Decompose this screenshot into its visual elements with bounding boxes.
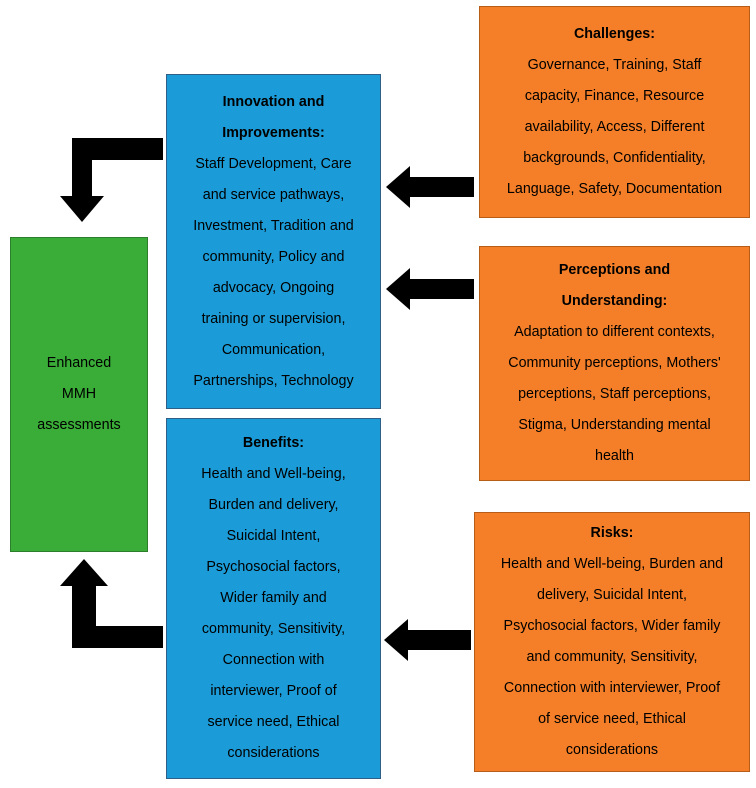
- challenges-title: Challenges:: [573, 26, 656, 42]
- perceptions-box: Perceptions and Understanding: Adaptatio…: [479, 246, 750, 481]
- arrow-innovation-to-enhanced: [60, 138, 163, 222]
- innovation-title: Innovation and Improvements:: [222, 93, 325, 141]
- arrow-benefits-to-enhanced: [60, 559, 163, 648]
- benefits-body: Health and Well-being, Burden and delive…: [201, 466, 346, 761]
- risks-box: Risks: Health and Well-being, Burden and…: [474, 512, 750, 772]
- risks-title: Risks:: [590, 525, 634, 541]
- arrow-perceptions-to-innovation: [386, 268, 474, 310]
- arrow-risks-to-benefits: [384, 619, 471, 661]
- innovation-box: Innovation and Improvements: Staff Devel…: [166, 74, 381, 409]
- benefits-box: Benefits: Health and Well-being, Burden …: [166, 418, 381, 779]
- perceptions-body: Adaptation to different contexts, Commun…: [508, 324, 721, 464]
- challenges-body: Governance, Training, Staff capacity, Fi…: [506, 57, 723, 197]
- innovation-body: Staff Development, Care and service path…: [193, 155, 354, 389]
- arrow-challenges-to-innovation: [386, 166, 474, 208]
- risks-body: Health and Well-being, Burden and delive…: [500, 556, 724, 758]
- enhanced-mmh-box: Enhanced MMH assessments: [10, 237, 148, 552]
- challenges-box: Challenges: Governance, Training, Staff …: [479, 6, 750, 218]
- enhanced-mmh-label: Enhanced MMH assessments: [37, 355, 121, 433]
- perceptions-title: Perceptions and Understanding:: [558, 262, 671, 309]
- benefits-title: Benefits:: [242, 435, 305, 451]
